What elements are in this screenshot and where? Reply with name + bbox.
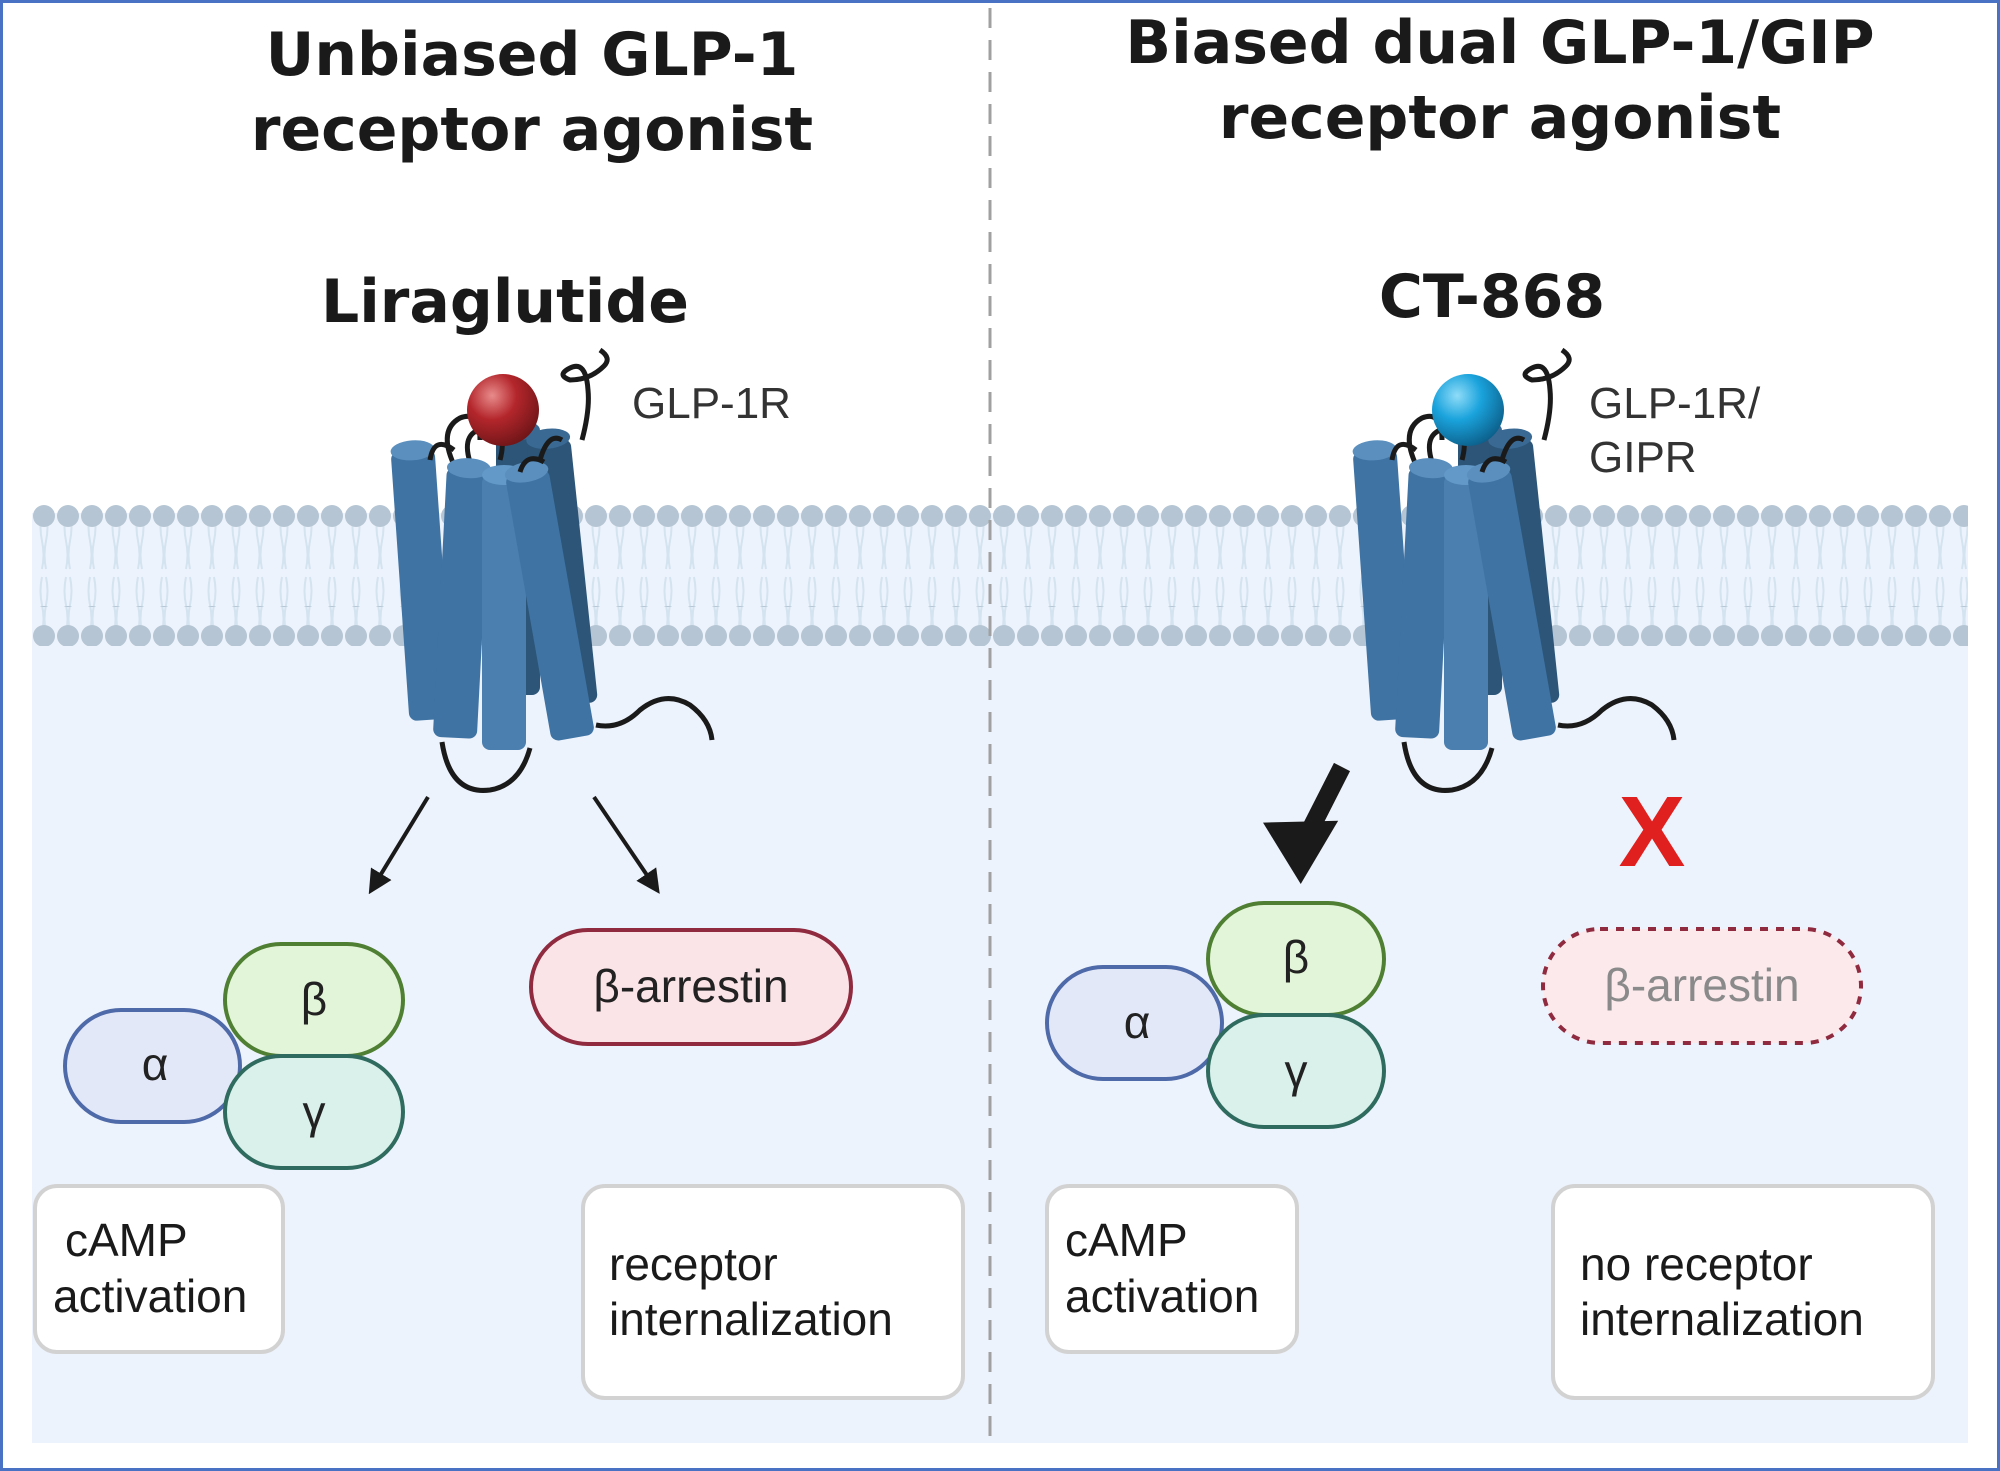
right-beta-label: β	[1283, 931, 1309, 983]
right-internalization-box	[1551, 1184, 1935, 1400]
right-drug-name: CT-868	[1379, 262, 1605, 332]
left-beta-label: β	[301, 973, 327, 1025]
right-gamma-subunit	[1206, 1013, 1386, 1129]
left-title-line1: Unbiased GLP-1	[266, 20, 799, 90]
left-drug-name: Liraglutide	[321, 267, 689, 337]
right-receptor-label-line2: GIPR	[1589, 433, 1697, 482]
right-gamma-label: γ	[1285, 1045, 1308, 1097]
left-alpha-label: α	[142, 1038, 169, 1090]
left-alpha-subunit	[63, 1008, 242, 1124]
left-gamma-label: γ	[303, 1086, 326, 1138]
left-internalization-box	[581, 1184, 965, 1400]
right-title-line2: receptor agonist	[1219, 83, 1781, 153]
left-gamma-subunit	[223, 1054, 405, 1170]
right-receptor-label-line1: GLP-1R/	[1589, 379, 1761, 428]
right-alpha-label: α	[1124, 996, 1151, 1048]
left-arrestin	[529, 928, 853, 1046]
right-camp-box	[1045, 1184, 1299, 1354]
left-internalization-line1: receptor	[609, 1238, 778, 1290]
cell-membrane	[32, 496, 1968, 646]
left-arrestin-label: β-arrestin	[593, 960, 788, 1012]
left-ligand-ball	[467, 374, 539, 446]
right-title-line1: Biased dual GLP-1/GIP	[1125, 8, 1874, 78]
right-camp-line2: activation	[1065, 1270, 1259, 1322]
left-arrow-gprotein	[368, 795, 430, 895]
left-camp-line2: activation	[53, 1270, 247, 1322]
left-internalization-line2: internalization	[609, 1293, 893, 1345]
right-camp-line1: cAMP	[1065, 1214, 1188, 1266]
left-receptor-label: GLP-1R	[632, 379, 791, 428]
right-alpha-subunit	[1045, 965, 1224, 1081]
right-panel: Biased dual GLP-1/GIP receptor agonist C…	[1045, 8, 1935, 1400]
left-title-line2: receptor agonist	[251, 95, 813, 165]
left-camp-box	[33, 1184, 285, 1354]
right-ligand-ball	[1432, 374, 1504, 446]
right-internalization-line2: internalization	[1580, 1293, 1864, 1345]
left-arrow-arrestin	[592, 795, 660, 894]
right-g-protein: α β γ	[1045, 901, 1386, 1129]
left-panel: Unbiased GLP-1 receptor agonist Liraglut…	[33, 20, 965, 1400]
blocked-x-mark: X	[1619, 776, 1686, 888]
left-g-protein: α β γ	[63, 942, 405, 1170]
right-arrestin-faded	[1541, 927, 1863, 1045]
right-arrow-gprotein	[1263, 762, 1351, 884]
right-arrestin-label: β-arrestin	[1604, 959, 1799, 1011]
right-internalization-line1: no receptor	[1580, 1238, 1813, 1290]
left-camp-line1: cAMP	[65, 1214, 188, 1266]
